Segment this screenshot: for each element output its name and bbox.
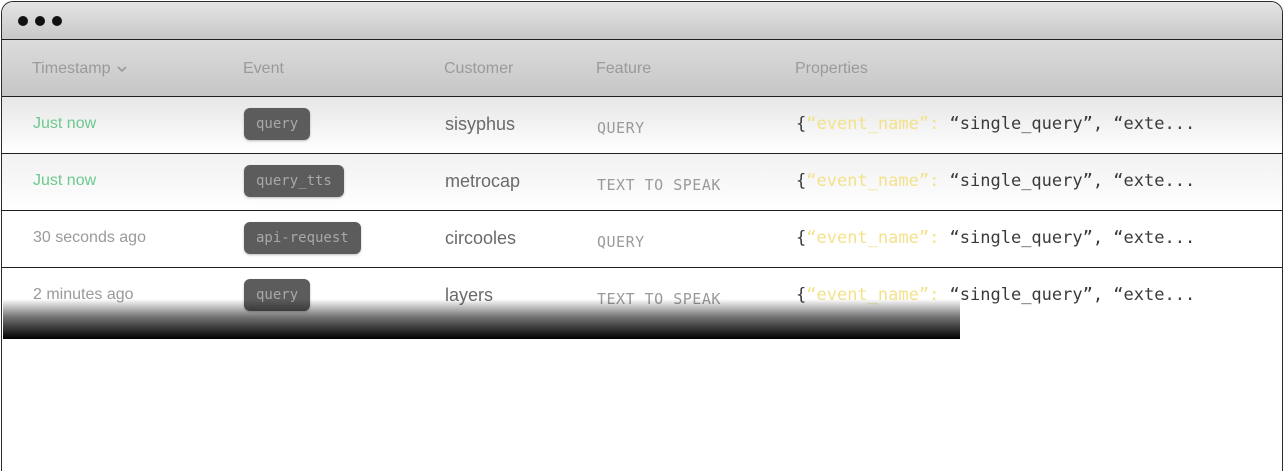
customer-cell: circooles xyxy=(445,228,517,248)
timestamp-cell: Just now xyxy=(33,115,97,132)
properties-value: “single_query”, “exte... xyxy=(939,114,1196,134)
properties-key: “event_name”: xyxy=(806,171,940,191)
table-header: Timestamp Event Customer Feature Propert… xyxy=(2,40,1282,97)
window-control-dot[interactable] xyxy=(35,16,45,26)
table-row[interactable]: Just now query sisyphus QUERY {“event_na… xyxy=(2,97,1282,154)
event-badge[interactable]: query xyxy=(244,279,311,311)
column-header-event[interactable]: Event xyxy=(243,60,284,77)
column-header-feature[interactable]: Feature xyxy=(596,60,652,77)
properties-cell: {“event_name”: “single_query”, “exte... xyxy=(796,228,1195,248)
timestamp-cell: 2 minutes ago xyxy=(33,286,134,303)
properties-key: “event_name”: xyxy=(806,285,940,305)
properties-value: “single_query”, “exte... xyxy=(939,285,1196,305)
properties-brace: { xyxy=(796,171,807,191)
properties-brace: { xyxy=(796,114,807,134)
properties-cell: {“event_name”: “single_query”, “exte... xyxy=(796,285,1195,305)
properties-cell: {“event_name”: “single_query”, “exte... xyxy=(796,171,1195,191)
event-badge[interactable]: query xyxy=(244,108,311,140)
feature-cell: TEXT TO SPEAK xyxy=(597,176,721,194)
table-row[interactable]: 2 minutes ago query layers TEXT TO SPEAK… xyxy=(2,268,1282,324)
properties-brace: { xyxy=(796,228,807,248)
window-titlebar xyxy=(2,2,1282,40)
properties-key: “event_name”: xyxy=(806,114,940,134)
timestamp-cell: 30 seconds ago xyxy=(33,229,146,246)
chevron-down-icon[interactable] xyxy=(116,60,127,78)
table-row[interactable]: Just now query_tts metrocap TEXT TO SPEA… xyxy=(2,154,1282,211)
properties-value: “single_query”, “exte... xyxy=(939,171,1196,191)
properties-value: “single_query”, “exte... xyxy=(939,228,1196,248)
properties-key: “event_name”: xyxy=(806,228,940,248)
column-header-timestamp[interactable]: Timestamp xyxy=(32,60,127,78)
feature-cell: QUERY xyxy=(597,233,645,251)
customer-cell: metrocap xyxy=(445,171,521,191)
event-badge[interactable]: query_tts xyxy=(244,165,344,197)
customer-cell: layers xyxy=(445,285,494,305)
timestamp-cell: Just now xyxy=(33,172,97,189)
column-header-label: Timestamp xyxy=(32,60,111,78)
column-header-properties[interactable]: Properties xyxy=(795,60,868,77)
table-row[interactable]: 30 seconds ago api-request circooles QUE… xyxy=(2,211,1282,268)
event-badge[interactable]: api-request xyxy=(244,222,361,254)
properties-brace: { xyxy=(796,285,807,305)
customer-cell: sisyphus xyxy=(445,114,516,134)
column-header-customer[interactable]: Customer xyxy=(444,60,514,77)
window-control-dot[interactable] xyxy=(18,16,28,26)
feature-cell: QUERY xyxy=(597,119,645,137)
feature-cell: TEXT TO SPEAK xyxy=(597,290,721,308)
properties-cell: {“event_name”: “single_query”, “exte... xyxy=(796,114,1195,134)
window-control-dot[interactable] xyxy=(52,16,62,26)
